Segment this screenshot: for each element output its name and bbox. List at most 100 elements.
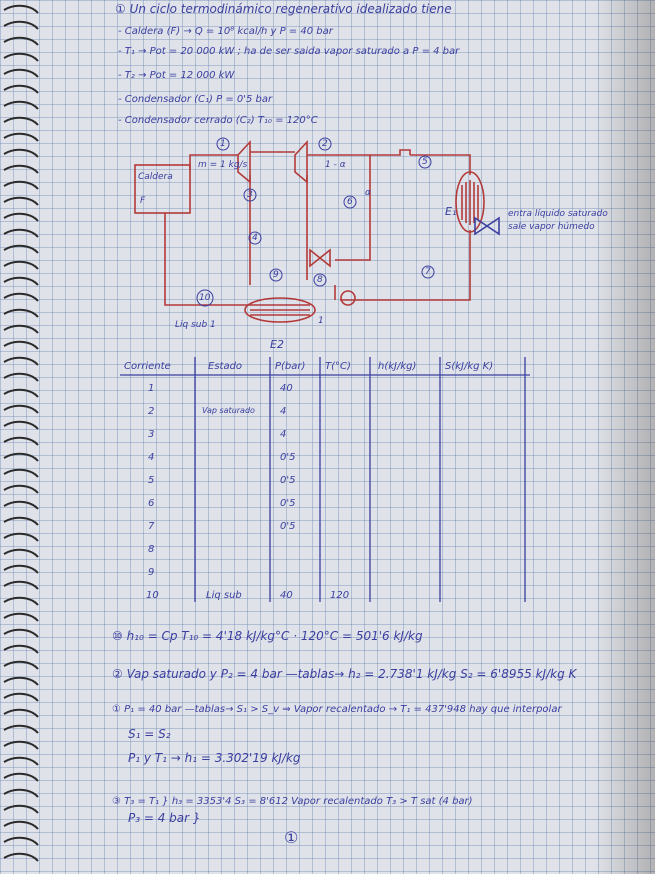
col-p: P(bar) [275, 361, 306, 372]
calc-state-1a: ① P₁ = 40 bar —tablas→ S₁ > S_v ⇒ Vapor … [112, 704, 562, 715]
spiral-ring [3, 852, 39, 862]
col-corriente: Corriente [124, 361, 171, 372]
spiral-ring [3, 100, 39, 110]
spec-condenser-1: - Condensador (C₁) P = 0'5 bar [118, 94, 273, 105]
spiral-ring [3, 452, 39, 462]
row-corriente: 5 [148, 475, 155, 486]
spiral-ring [3, 788, 39, 798]
node-4: 4 [252, 233, 258, 243]
label-alpha: α [365, 188, 371, 198]
col-estado: Estado [208, 361, 243, 372]
spiral-ring [3, 548, 39, 558]
row-corriente: 10 [146, 590, 159, 601]
spiral-ring [3, 484, 39, 494]
property-table: Corriente Estado P(bar) T(°C) h(kJ/kg) S… [120, 357, 530, 607]
row-corriente: 3 [148, 429, 155, 440]
spiral-ring [3, 708, 39, 718]
spiral-ring [3, 644, 39, 654]
node-8: 8 [317, 275, 323, 285]
node-10: 10 [199, 293, 211, 303]
row-p: 0'5 [280, 475, 296, 486]
spiral-ring [3, 292, 39, 302]
spiral-ring [3, 20, 39, 30]
spiral-ring [3, 196, 39, 206]
spiral-ring [3, 180, 39, 190]
legend-text-2: sale vapor húmedo [508, 222, 595, 232]
row-corriente: 1 [148, 383, 155, 394]
spiral-ring [3, 276, 39, 286]
spiral-ring [3, 500, 39, 510]
label-f: F [140, 196, 146, 206]
table-lines [120, 357, 530, 602]
spiral-ring [3, 532, 39, 542]
node-1: 1 [220, 139, 226, 149]
label-one-minus-alpha: 1 - α [325, 160, 346, 170]
col-h: h(kJ/kg) [378, 361, 417, 372]
calc-state-3a: ③ T₃ = T₁ } h₃ = 3353'4 S₃ = 8'612 Vapor… [112, 796, 473, 807]
node-3: 3 [247, 190, 253, 200]
spiral-ring [3, 372, 39, 382]
cycle-diagram-lines [134, 137, 500, 323]
spiral-ring [3, 772, 39, 782]
spiral-ring [3, 596, 39, 606]
row-p: 0'5 [280, 521, 296, 532]
col-t: T(°C) [325, 361, 351, 372]
spiral-ring [3, 660, 39, 670]
spiral-ring [3, 68, 39, 78]
spiral-ring [3, 228, 39, 238]
label-liq-sub: Liq sub 1 [175, 320, 216, 330]
spiral-ring [3, 420, 39, 430]
spiral-ring [3, 324, 39, 334]
spec-caldera: - Caldera (F) → Q = 10⁸ kcal/h y P = 40 … [118, 26, 333, 37]
row-estado: Vap saturado [202, 406, 255, 415]
spiral-ring [3, 404, 39, 414]
row-p: 0'5 [280, 452, 296, 463]
spiral-ring [3, 260, 39, 270]
spiral-ring [3, 628, 39, 638]
row-corriente: 4 [148, 452, 155, 463]
spiral-ring [3, 820, 39, 830]
spiral-ring [3, 52, 39, 62]
spiral-ring [3, 836, 39, 846]
node-7: 7 [425, 267, 431, 277]
col-s: S(kJ/kg K) [445, 361, 494, 372]
row-corriente: 9 [148, 567, 155, 578]
row-p: 4 [280, 429, 287, 440]
cycle-diagram: Caldera F m = 1 kg/s α 1 - α E₁ E2 Liq s… [110, 130, 630, 355]
spiral-ring [3, 756, 39, 766]
spiral-ring [3, 340, 39, 350]
spiral-ring [3, 516, 39, 526]
spiral-ring [3, 84, 39, 94]
spiral-ring [3, 356, 39, 366]
row-corriente: 8 [148, 544, 155, 555]
spiral-ring [3, 580, 39, 590]
page-shadow [595, 0, 655, 874]
label-e1: E₁ [445, 205, 457, 218]
spec-turbine-1: - T₁ → Pot = 20 000 kW ; ha de ser saida… [118, 46, 460, 57]
page-number: ① [284, 828, 299, 847]
problem-title: ① Un ciclo termodinámico regenerativo id… [115, 2, 452, 16]
spec-turbine-2: - T₂ → Pot = 12 000 kW [118, 70, 235, 81]
spiral-ring [3, 804, 39, 814]
calc-state-1c: P₁ y T₁ → h₁ = 3.302'19 kJ/kg [128, 751, 301, 765]
spiral-ring [3, 692, 39, 702]
spiral-ring [3, 4, 39, 14]
spiral-ring [3, 564, 39, 574]
spiral-ring [3, 724, 39, 734]
spiral-ring [3, 212, 39, 222]
spiral-ring [3, 164, 39, 174]
legend-text-1: entra líquido saturado [508, 209, 608, 219]
spiral-ring [3, 308, 39, 318]
label-e2: E2 [270, 338, 284, 351]
spiral-ring [3, 132, 39, 142]
spiral-ring [3, 148, 39, 158]
spec-condenser-2: - Condensador cerrado (C₂) T₁₀ = 120°C [118, 115, 318, 126]
row-corriente: 7 [148, 521, 155, 532]
node-9: 9 [273, 270, 279, 280]
row-corriente: 2 [148, 406, 155, 417]
row-p: 0'5 [280, 498, 296, 509]
row-estado: Liq sub [206, 590, 242, 601]
spiral-ring [3, 740, 39, 750]
row-p: 40 [280, 383, 293, 394]
